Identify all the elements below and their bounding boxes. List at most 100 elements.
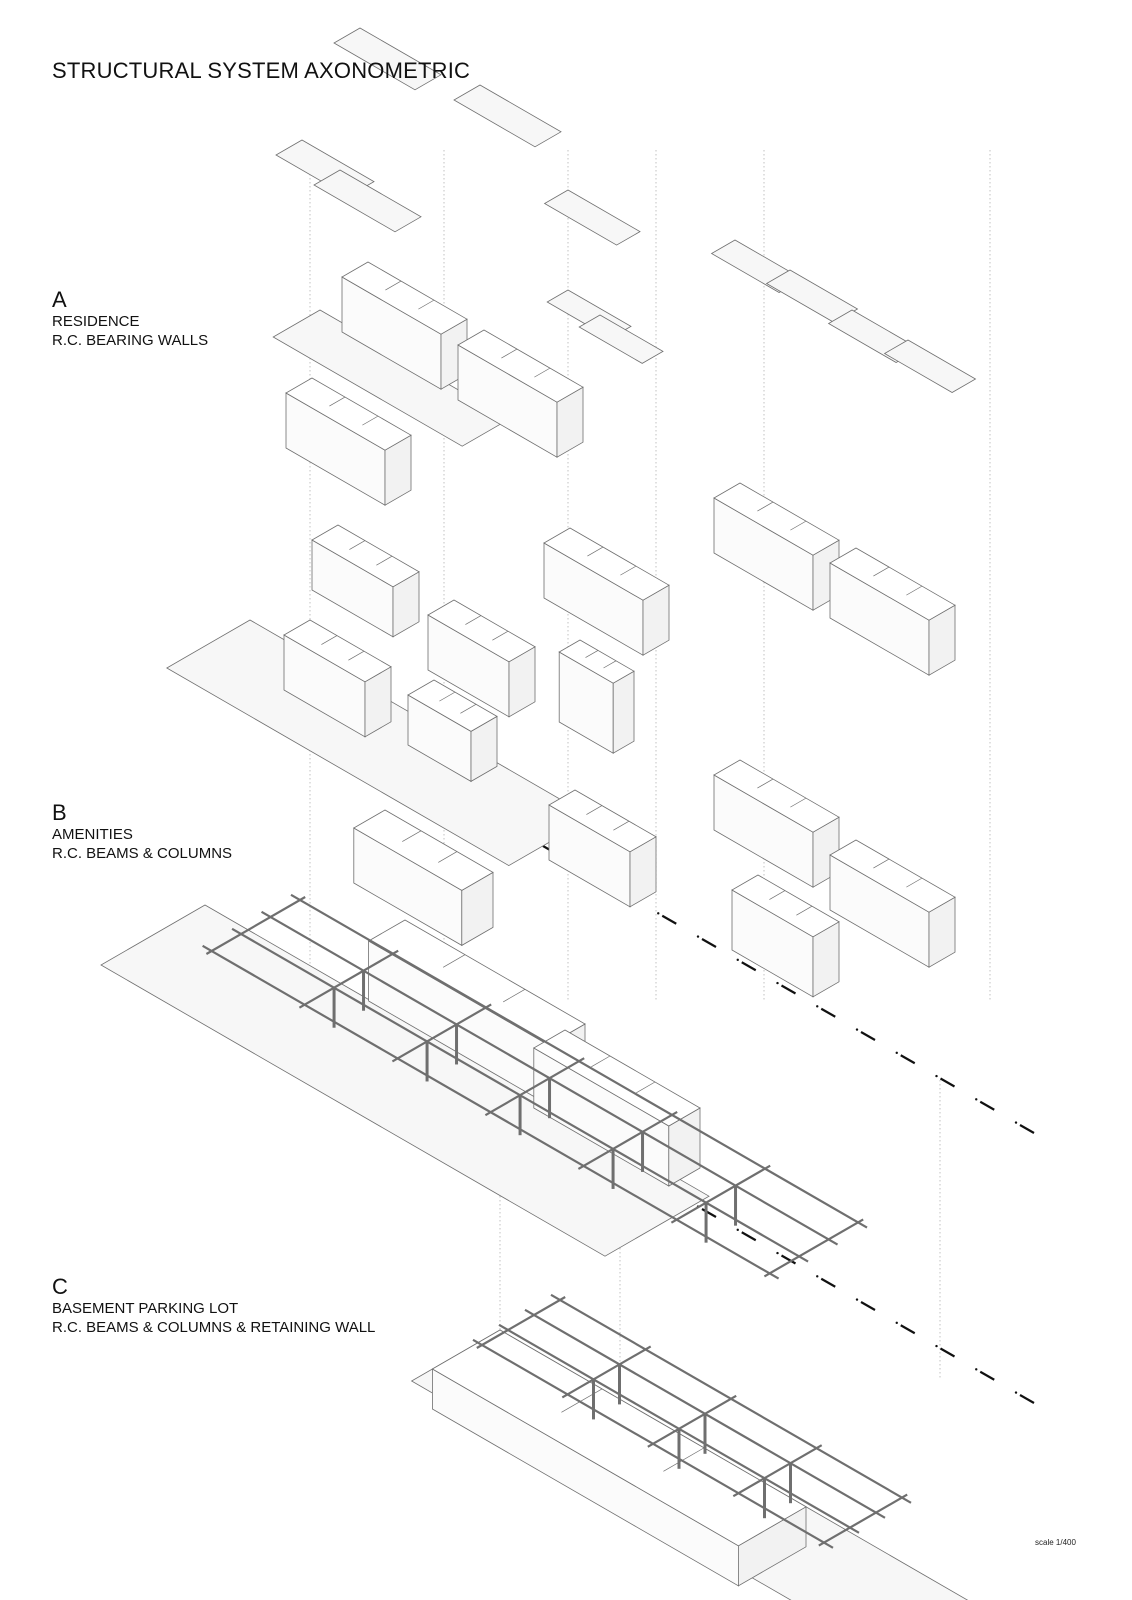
partition-wall: [501, 348, 518, 359]
partition-wall: [757, 501, 774, 512]
cut-line-dash: [820, 1007, 836, 1018]
cut-line-dash: [1019, 1394, 1035, 1404]
partition-wall: [603, 660, 617, 669]
beam: [818, 1493, 908, 1547]
beam: [202, 944, 780, 1280]
section-name: AMENITIES: [52, 826, 133, 843]
cut-line-dot: [816, 1005, 819, 1008]
cut-line-dash: [661, 914, 677, 925]
partition-wall: [402, 830, 422, 842]
cut-line-dash: [820, 1277, 836, 1288]
partition-wall: [873, 858, 890, 869]
slab-outlines: [100, 27, 977, 1600]
cut-line-dash: [1019, 1124, 1035, 1134]
partition-wall: [636, 1081, 656, 1094]
beam: [647, 1394, 737, 1448]
partition-wall: [465, 615, 482, 625]
cut-line-dash: [860, 1031, 876, 1041]
partition-wall: [385, 280, 402, 291]
cut-line-dot: [935, 1074, 938, 1078]
beam: [550, 1293, 912, 1504]
cut-line-dot: [895, 1321, 898, 1325]
cut-line-dot: [776, 1251, 779, 1255]
slab-outline: [313, 169, 422, 233]
page-title: STRUCTURAL SYSTEM AXONOMETRIC: [52, 58, 471, 83]
partition-wall: [906, 585, 923, 596]
partition-wall: [362, 415, 379, 426]
beam: [205, 896, 306, 955]
partition-wall: [613, 820, 630, 831]
section-name: RESIDENCE: [52, 313, 140, 330]
beam-grid: [202, 893, 912, 1549]
partition-wall: [906, 877, 923, 888]
slab-outline: [543, 189, 641, 246]
cut-line-dash: [860, 1301, 876, 1311]
cut-line-dot: [975, 1098, 978, 1101]
section-letter: C: [52, 1274, 68, 1299]
partition-wall: [321, 635, 338, 645]
beam: [298, 949, 399, 1009]
cut-line-dash: [780, 1254, 797, 1265]
partition-wall: [534, 367, 551, 378]
cut-line-dot: [855, 1028, 859, 1031]
partition-wall: [439, 691, 456, 702]
cut-line-dash: [741, 961, 757, 972]
section-a-label: A RESIDENCE R.C. BEARING WALLS: [52, 288, 208, 350]
section-b-label: B AMENITIES R.C. BEAMS & COLUMNS: [52, 801, 232, 863]
cut-line-dash: [939, 1347, 956, 1358]
cut-line-dot: [736, 1228, 739, 1232]
partition-wall: [460, 703, 477, 714]
scale-note: scale 1/400: [1035, 1538, 1076, 1547]
beam: [476, 1296, 566, 1349]
partition-wall: [620, 565, 637, 576]
partition-wall: [418, 299, 435, 310]
slab-outline: [883, 339, 977, 393]
slab-outline: [453, 84, 562, 148]
cut-line-dash: [701, 1208, 717, 1218]
beam: [290, 893, 868, 1229]
section-c-label: C BASEMENT PARKING LOT R.C. BEAMS & COLU…: [52, 1275, 375, 1337]
partition-wall: [790, 520, 807, 531]
partition-wall: [591, 1055, 611, 1068]
partition-wall: [663, 1447, 705, 1472]
section-letter: B: [52, 800, 67, 825]
cut-line-dot: [816, 1275, 819, 1278]
section-structure: R.C. BEAMS & COLUMNS: [52, 845, 233, 862]
cut-line-dot: [776, 981, 779, 985]
cut-line-dash: [939, 1077, 956, 1088]
partition-wall: [769, 890, 786, 900]
partition-wall: [492, 630, 509, 641]
slab-outline: [333, 27, 442, 91]
beam: [391, 1003, 492, 1063]
cut-line-dot: [1014, 1121, 1018, 1124]
cut-line-dot: [975, 1368, 978, 1371]
slab-outline: [578, 314, 664, 364]
partition-wall: [586, 805, 603, 815]
partition-wall: [587, 546, 604, 557]
partition-wall: [873, 566, 890, 577]
partition-wall: [348, 650, 365, 661]
cut-line-dash: [979, 1370, 995, 1381]
partition-wall: [502, 989, 526, 1003]
wall-volumes: [283, 261, 956, 1587]
cut-line-dot: [935, 1344, 938, 1348]
cut-line-dash: [701, 938, 717, 948]
beam: [763, 1218, 864, 1278]
cut-line-dot: [895, 1051, 898, 1055]
partition-wall: [585, 650, 599, 658]
cut-line-dot: [696, 935, 700, 938]
cut-line-dash: [900, 1054, 916, 1065]
beam: [577, 1110, 678, 1170]
cut-line-dash: [780, 984, 797, 995]
partition-wall: [376, 555, 393, 566]
cut-line-dash: [900, 1324, 916, 1335]
beam: [732, 1444, 823, 1498]
cut-line-dash: [979, 1100, 995, 1111]
cut-line-dot: [657, 912, 660, 915]
partition-wall: [757, 778, 774, 789]
cut-line-dot: [1014, 1391, 1018, 1394]
partition-wall: [438, 851, 458, 863]
partition-wall: [442, 954, 466, 968]
beam: [561, 1345, 652, 1399]
